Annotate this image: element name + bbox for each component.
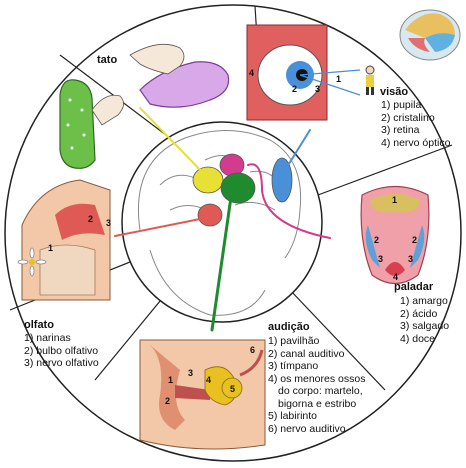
audicao-num: 2 — [165, 396, 170, 406]
audicao-list: 1) pavilhão 2) canal auditivo 3) tímpano… — [268, 335, 365, 435]
audicao-title: audição — [268, 321, 310, 333]
tato-illustration — [59, 43, 230, 169]
paladar-num: 2 — [374, 235, 379, 245]
list-item: 5) labirinto — [268, 410, 318, 422]
paladar-num: 4 — [393, 272, 398, 282]
list-item: 3) retina — [381, 124, 420, 136]
list-item: 2) bulbo olfativo — [24, 344, 99, 357]
connector-lines — [114, 107, 331, 332]
brain-thumbnail — [399, 9, 461, 61]
list-item: 4) doce — [400, 332, 436, 345]
paladar-title: paladar — [394, 281, 434, 293]
list-item: bigorna e estribo — [278, 397, 357, 410]
center-circle — [121, 121, 323, 323]
audicao-num: 4 — [206, 375, 211, 385]
audicao-num: 5 — [230, 384, 235, 394]
list-item: 2) canal auditivo — [268, 347, 345, 360]
olfato-num: 2 — [88, 214, 93, 224]
list-item: 2) ácido — [400, 307, 438, 320]
paladar-num: 2 — [412, 235, 417, 245]
audicao-num: 3 — [188, 368, 193, 378]
olfato-title: olfato — [24, 319, 54, 331]
flower-icon — [17, 247, 47, 277]
list-item: 3) nervo olfativo — [24, 357, 99, 369]
head-brain — [138, 130, 302, 316]
list-item: do corpo: martelo, — [278, 385, 363, 397]
list-item: 2) cristalino — [381, 111, 435, 124]
tato-title: tato — [97, 54, 118, 66]
olfato-num: 1 — [48, 243, 53, 253]
list-item: 3) tímpano — [268, 360, 319, 372]
visao-num: 1 — [336, 74, 341, 84]
list-item: 1) amargo — [400, 295, 448, 307]
list-item: 3) salgado — [400, 320, 450, 332]
visao-num: 2 — [292, 84, 297, 94]
list-item: 1) narinas — [24, 332, 71, 344]
paladar-num: 3 — [408, 254, 413, 264]
olfato-num: 3 — [106, 218, 111, 228]
paladar-num: 1 — [392, 195, 397, 205]
paladar-list: 1) amargo 2) ácido 3) salgado 4) doce — [400, 295, 449, 345]
list-item: 1) pavilhão — [268, 335, 320, 347]
person-figure — [365, 65, 375, 95]
audicao-illustration: 1 2 3 4 5 6 — [139, 339, 266, 450]
paladar-num: 3 — [378, 254, 383, 264]
visao-list: 1) pupila 2) cristalino 3) retina 4) ner… — [381, 99, 450, 149]
audicao-num: 6 — [250, 345, 255, 355]
list-item: 4) nervo óptico — [381, 136, 451, 149]
list-item: 1) pupila — [381, 99, 422, 111]
brain-areas — [192, 153, 293, 227]
visao-illustration: 4 2 3 1 — [246, 24, 375, 121]
visao-num: 4 — [249, 68, 254, 78]
list-item: 4) os menores ossos — [268, 372, 366, 385]
visao-title: visão — [380, 86, 409, 98]
audicao-num: 1 — [168, 375, 173, 385]
paladar-illustration: 1 2 2 3 3 4 — [360, 186, 430, 285]
olfato-illustration: 1 2 3 — [17, 179, 111, 301]
visao-num: 3 — [315, 84, 320, 94]
list-item: 6) nervo auditivo — [268, 422, 346, 435]
olfato-list: 1) narinas 2) bulbo olfativo 3) nervo ol… — [24, 332, 99, 370]
